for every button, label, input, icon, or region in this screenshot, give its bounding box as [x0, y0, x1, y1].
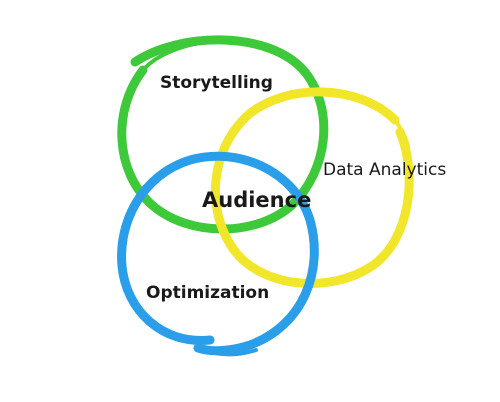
data-analytics-label: Data Analytics	[323, 160, 447, 180]
optimization-circle	[117, 151, 319, 357]
audience-label: Audience	[202, 188, 312, 212]
storytelling-label: Storytelling	[160, 73, 273, 93]
data-analytics-circle	[210, 87, 414, 288]
storytelling-circle	[117, 35, 329, 234]
optimization-label: Optimization	[146, 283, 270, 303]
